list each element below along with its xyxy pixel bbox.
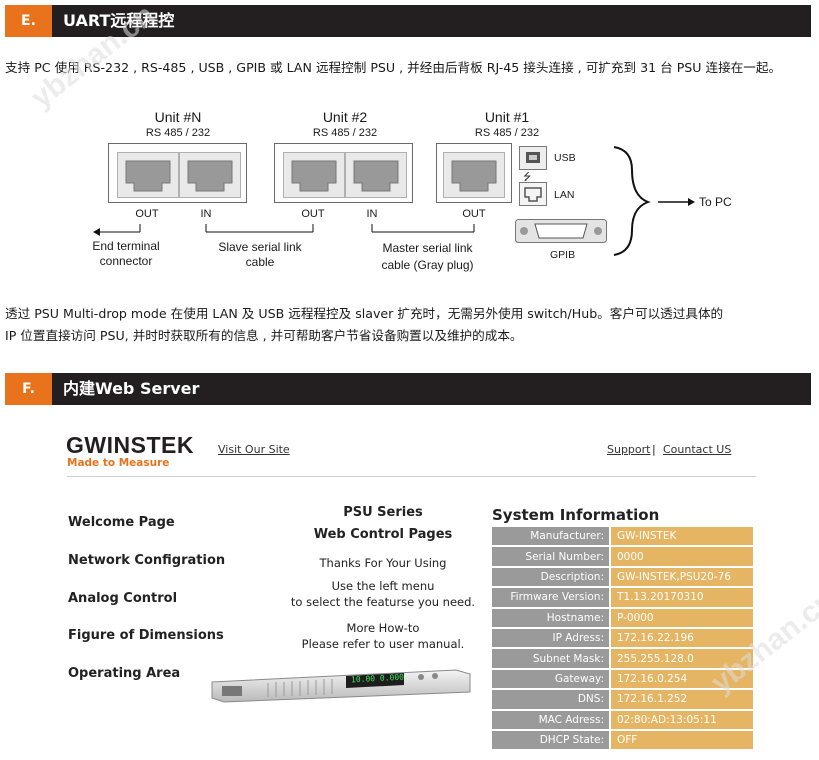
section-e-title: UART远程程控 (63, 11, 175, 30)
system-info-row: Manufacturer:GW-INSTEK (492, 527, 753, 546)
nav-welcome-page[interactable]: Welcome Page (68, 515, 175, 530)
unit-2-out-label: OUT (301, 208, 325, 220)
center-title-pages: Web Control Pages (313, 527, 453, 542)
system-info-row: DNS:172.16.1.252 (492, 690, 753, 709)
section-e-paragraph: 支持 PC 使用 RS-232 , RS-485 , USB , GPIB 或 … (5, 60, 782, 75)
system-info-value: 255.255.128.0 (609, 649, 753, 668)
lan-port-icon (519, 182, 547, 206)
section-e-tag: E. (5, 5, 52, 37)
rs485-connection-diagram: Unit #N RS 485 / 232 OUT IN Unit #2 RS 4… (0, 0, 819, 290)
unit-2-in-label: IN (366, 208, 378, 220)
psu-product-image: 10.00 0.000 (208, 666, 472, 706)
system-info-value: GW-INSTEK,PSU20-76 (609, 567, 753, 587)
system-information-title: System Information (492, 506, 660, 524)
multidrop-paragraph-line1: 透过 PSU Multi-drop mode 在使用 LAN 及 USB 远程程… (5, 306, 724, 321)
gw-instek-logo: GWINSTEK (66, 432, 194, 458)
system-info-value: 172.16.0.254 (609, 669, 753, 689)
to-pc-label: To PC (699, 195, 732, 209)
unit-1-out-label: OUT (462, 208, 486, 220)
rj45-port-icon (117, 152, 179, 198)
use-menu-text-2: to select the featurse you need. (290, 595, 476, 609)
multidrop-paragraph-line2: IP 位置直接访问 PSU, 并时时获取所有的信息 , 并可帮助客户节省设备购置… (5, 328, 523, 343)
unit-1-subtitle: RS 485 / 232 (474, 127, 540, 139)
system-info-row: Description:GW-INSTEK,PSU20-76 (492, 567, 753, 587)
section-f-tag: F. (5, 373, 52, 405)
nav-network-configration[interactable]: Network Configration (68, 553, 226, 568)
system-info-key: Gateway: (492, 669, 609, 689)
more-howto-text-2: Please refer to user manual. (301, 637, 465, 651)
system-info-key: MAC Adress: (492, 710, 609, 729)
system-info-row: Subnet Mask:255.255.128.0 (492, 649, 753, 668)
gpib-port-icon (515, 219, 607, 243)
system-info-key: Subnet Mask: (492, 649, 609, 668)
unit-2-title: Unit #2 (322, 109, 368, 125)
section-f-title: 内建Web Server (63, 379, 200, 398)
nav-operating-area[interactable]: Operating Area (68, 666, 181, 681)
system-info-value: P-0000 (609, 608, 753, 627)
logo-tagline: Made to Measure (67, 457, 170, 469)
more-howto-text-1: More How-to (346, 621, 420, 635)
end-terminal-label: End terminal connector (92, 239, 160, 268)
system-info-row: MAC Adress:02:80:AD:13:05:11 (492, 710, 753, 729)
unit-n-in-label: IN (200, 208, 212, 220)
thanks-text: Thanks For Your Using (319, 556, 447, 570)
rj45-port-icon (443, 152, 505, 198)
visit-site-link[interactable]: Visit Our Site (218, 443, 290, 456)
section-e-header: E. UART远程程控 (5, 5, 811, 37)
system-info-key: Description: (492, 567, 609, 587)
rj45-port-icon (179, 152, 241, 198)
lan-label: LAN (554, 189, 575, 201)
system-info-value: T1.13.20170310 (609, 588, 753, 607)
system-info-row: DHCP State:OFF (492, 730, 753, 750)
rj45-port-icon (345, 152, 407, 198)
system-info-row: Hostname:P-0000 (492, 608, 753, 627)
unit-n-out-label: OUT (135, 208, 159, 220)
nav-analog-control[interactable]: Analog Control (68, 591, 178, 606)
link-separator: | (652, 443, 656, 456)
rj45-port-icon (283, 152, 345, 198)
system-info-key: Firmware Version: (492, 588, 609, 607)
usb-label: USB (554, 152, 576, 164)
usb-port-icon (519, 146, 547, 170)
contact-link[interactable]: Countact US (663, 443, 732, 456)
use-menu-text-1: Use the left menu (331, 579, 435, 593)
system-info-key: DHCP State: (492, 730, 609, 750)
system-info-value: OFF (609, 730, 753, 750)
system-info-value: GW-INSTEK (609, 527, 753, 546)
system-info-key: Manufacturer: (492, 527, 609, 546)
unit-n-title: Unit #N (154, 109, 202, 125)
support-link[interactable]: Support (607, 443, 651, 456)
unit-1-title: Unit #1 (484, 109, 530, 125)
system-info-value: 0000 (609, 547, 753, 566)
master-cable-label: Master serial link cable (Gray plug) (381, 241, 474, 272)
unit-2-panel (274, 143, 413, 203)
system-info-value: 172.16.1.252 (609, 690, 753, 709)
gpib-label: GPIB (550, 249, 576, 261)
unit-2-subtitle: RS 485 / 232 (312, 127, 378, 139)
system-info-row: Firmware Version:T1.13.20170310 (492, 588, 753, 607)
nav-figure-of-dimensions[interactable]: Figure of Dimensions (68, 628, 224, 643)
center-title-series: PSU Series (343, 505, 423, 520)
system-info-key: DNS: (492, 690, 609, 709)
unit-n-panel (108, 143, 247, 203)
section-f-header: F. 内建Web Server (5, 373, 811, 405)
system-info-key: Serial Number: (492, 547, 609, 566)
slave-cable-label: Slave serial link cable (218, 240, 302, 269)
system-info-value: 02:80:AD:13:05:11 (609, 710, 753, 729)
system-info-row: IP Adress:172.16.22.196 (492, 628, 753, 648)
system-info-key: IP Adress: (492, 628, 609, 648)
unit-1-panel (436, 143, 512, 203)
diagram-connector-lines (93, 146, 695, 256)
header-divider (67, 476, 756, 477)
system-info-row: Serial Number:0000 (492, 547, 753, 566)
usb-symbol-icon: ⭍ (523, 172, 532, 183)
system-info-value: 172.16.22.196 (609, 628, 753, 648)
system-info-row: Gateway:172.16.0.254 (492, 669, 753, 689)
unit-n-subtitle: RS 485 / 232 (145, 127, 211, 139)
system-info-key: Hostname: (492, 608, 609, 627)
